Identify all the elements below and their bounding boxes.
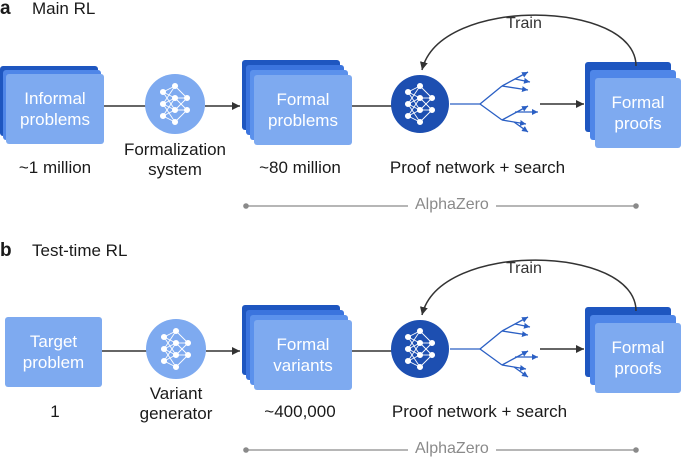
formalization-system-label: Formalization system [110,140,240,180]
proofs-b-stack-front [595,323,681,393]
proof-network-b-icon [391,320,449,378]
target-problem-box [5,317,102,387]
informal-problems-label: Informal problems [6,74,104,144]
target-problem-label: Target problem [5,317,102,387]
formal-count-b-text: ~400,000 [264,402,336,421]
bracket-a-left-dot [243,203,249,209]
informal-problems-line-1: Informal [24,89,86,108]
formal-variants-line-1: Formal [276,335,330,354]
formal-variants-line-2: variants [273,356,333,375]
variant-network-glyph [160,327,192,371]
formal-proofs-a-line-1: Formal [611,93,665,112]
formal-problems-label: Formal problems [254,75,352,145]
alphazero-label-a: AlphaZero [408,196,496,214]
panel-a-title: Main RL [32,0,96,18]
formal-count-a-text: ~80 million [259,158,341,177]
train-loop-a [419,14,637,71]
formal-proofs-label-b: Formal proofs [595,323,681,393]
variant-generator-label: Variant generator [115,384,237,424]
proof-network-glyph [404,82,436,126]
prover-label-a-text: Proof network + search [389,158,566,177]
formal-proofs-a-line-2: proofs [614,114,662,133]
formal-proofs-b-line-2: proofs [614,359,662,378]
bracket-b-right-dot [633,447,639,453]
formalization-network-icon [145,74,205,134]
target-problem-line-2: problem [22,353,85,372]
train-loop-b [419,259,637,316]
train-label-a: Train [506,15,542,32]
variant-network-icon [146,319,206,379]
formal-count-a: ~80 million [240,158,360,178]
panel-a-letter: a [0,0,11,19]
search-tree-b [450,316,538,378]
formal-problems-line-1: Formal [276,90,330,109]
proof-network-b-glyph [404,327,436,371]
variant-generator-line-1: Variant [149,384,203,403]
formal-proofs-label-a: Formal proofs [595,78,681,148]
proofs-stack-front [595,78,681,148]
bracket-b-left-dot [243,447,249,453]
formalization-line-1: Formalization [123,140,227,159]
variant-generator-line-2: generator [139,404,213,423]
input-count-a: ~1 million [0,158,110,178]
formal-proofs-b-line-1: Formal [611,338,665,357]
formal-stack-front [254,75,352,145]
panel-b-title: Test-time RL [32,241,128,260]
search-tree-a [450,71,538,133]
prover-label-b: Proof network + search [372,402,587,422]
input-count-b: 1 [0,402,110,422]
train-label-b: Train [506,260,542,277]
variants-stack-front [254,320,352,390]
formal-problems-line-2: problems [268,111,338,130]
formalization-network-glyph [159,82,191,126]
input-count-b-text: 1 [50,402,60,421]
input-count-a-text: ~1 million [18,158,92,177]
bracket-a-right-dot [633,203,639,209]
formalization-line-2: system [148,160,202,179]
panel-b-letter: b [0,240,12,261]
formal-count-b: ~400,000 [240,402,360,422]
target-problem-line-1: Target [29,332,78,351]
informal-stack-front [6,74,104,144]
prover-label-a: Proof network + search [370,158,585,178]
alphazero-label-b: AlphaZero [408,440,496,458]
proof-network-icon [391,75,449,133]
prover-label-b-text: Proof network + search [391,402,568,421]
formal-variants-label: Formal variants [254,320,352,390]
informal-problems-line-2: problems [20,110,90,129]
